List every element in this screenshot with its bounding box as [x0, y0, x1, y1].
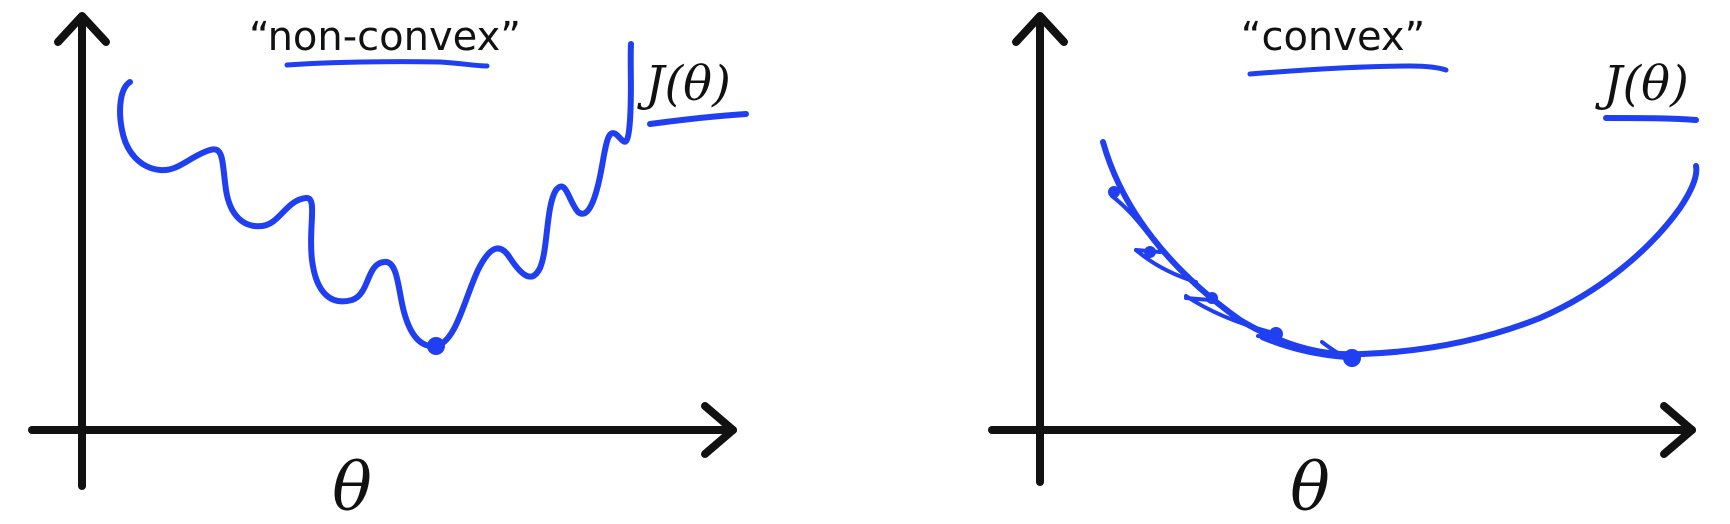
panel-nonconvex: “non-convex” J(θ) θ — [28, 12, 749, 524]
y-axis-label-left: J(θ) — [636, 56, 731, 112]
descent-tick-2 — [1184, 296, 1212, 302]
panel-title-convex: “convex” — [1241, 14, 1426, 60]
title-underline-nonconvex — [284, 59, 490, 69]
gradient-descent-steps — [1110, 194, 1354, 360]
descent-point-2 — [1144, 246, 1156, 258]
global-minimum-dot — [1343, 349, 1361, 367]
convex-cost-curve — [1100, 139, 1700, 358]
descent-step-2 — [1134, 248, 1198, 284]
descent-step-1 — [1110, 194, 1152, 238]
y-axis-right — [1012, 12, 1068, 486]
descent-step-4 — [1260, 336, 1348, 360]
y-axis-label-right: J(θ) — [1594, 56, 1689, 112]
x-axis-right — [988, 402, 1696, 458]
descent-point-1 — [1108, 186, 1120, 198]
panel-convex: “convex” J(θ) θ — [988, 12, 1700, 524]
x-axis-left — [28, 402, 737, 458]
x-axis-label-left: θ — [332, 449, 372, 524]
y-axis-left — [54, 12, 110, 490]
ylabel-underline-left — [647, 111, 749, 127]
x-axis-label-right: θ — [1290, 449, 1330, 524]
descent-point-4 — [1269, 327, 1283, 341]
ylabel-underline-right — [1603, 115, 1699, 123]
panel-title-nonconvex: “non-convex” — [249, 14, 521, 60]
descent-step-3 — [1184, 294, 1272, 334]
local-minimum-dot — [427, 337, 445, 355]
title-underline-convex — [1247, 63, 1449, 77]
descent-point-3 — [1206, 292, 1218, 304]
nonconvex-cost-curve — [117, 41, 634, 350]
